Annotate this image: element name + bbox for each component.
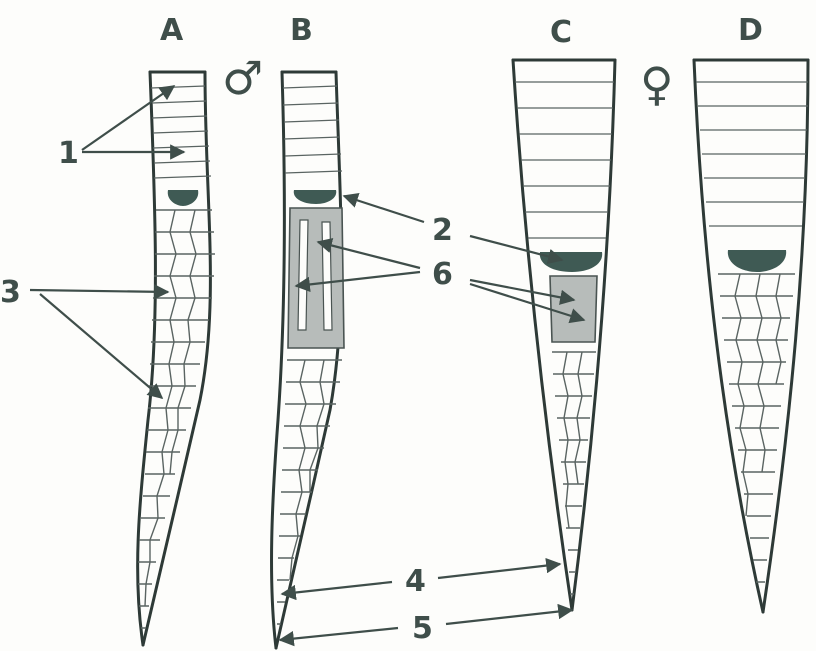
hemipenis-b [288, 208, 344, 348]
vent-c [540, 252, 602, 272]
callout-2-arrow-c [470, 236, 562, 260]
callout-4-arrow-left [282, 582, 392, 594]
hemipenis-c [550, 276, 597, 342]
panel-label-c: C [550, 15, 572, 50]
panel-label-b: B [290, 13, 313, 48]
callout-4-label: 4 [405, 564, 426, 599]
callout-3-arrow-upper [30, 290, 168, 292]
callout-6-label: 6 [432, 257, 453, 292]
callout-3-label: 3 [0, 275, 21, 310]
vent-a [168, 190, 199, 206]
vent-d [728, 250, 786, 272]
panel-label-d: D [738, 13, 763, 48]
callout-3-arrow-lower [40, 294, 162, 398]
tail-a [138, 72, 215, 645]
female-symbol: ♀ [640, 57, 674, 111]
male-symbol: ♂ [222, 51, 263, 105]
tail-d [694, 60, 808, 612]
callout-4-arrow-right [438, 564, 560, 578]
vent-b [294, 190, 337, 204]
tail-b [272, 72, 344, 648]
callout-5-label: 5 [412, 611, 433, 646]
callout-5-arrow-left [280, 628, 398, 640]
panel-label-a: A [160, 13, 184, 48]
tail-c [513, 60, 615, 610]
callout-1-label: 1 [58, 136, 79, 171]
callout-2-arrow-b [344, 196, 424, 222]
callout-5-arrow-right [446, 610, 572, 624]
callout-2-label: 2 [432, 213, 453, 248]
